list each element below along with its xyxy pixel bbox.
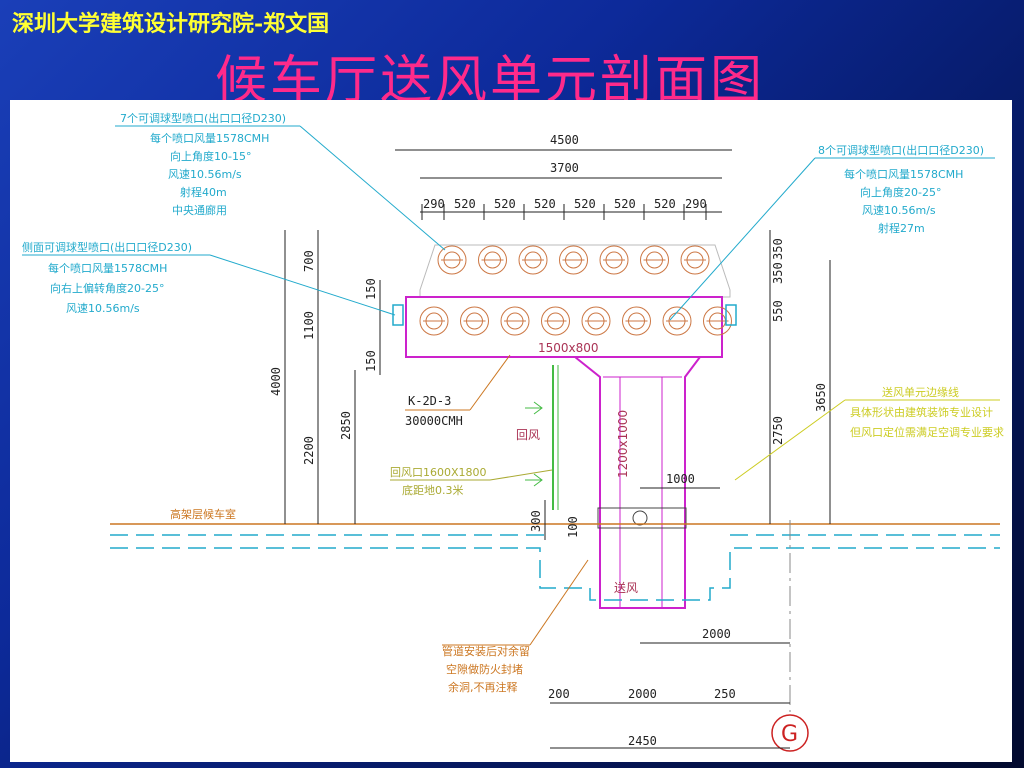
- svg-text:底距地0.3米: 底距地0.3米: [402, 483, 464, 497]
- dim-2750: 2750: [771, 416, 785, 445]
- svg-text:余洞,不再注释: 余洞,不再注释: [448, 680, 518, 694]
- supply-air-label: 送风: [614, 580, 638, 595]
- svg-text:每个喷口风量1578CMH: 每个喷口风量1578CMH: [48, 261, 167, 275]
- svg-text:8个可调球型喷口(出口口径D230): 8个可调球型喷口(出口口径D230): [818, 143, 984, 157]
- svg-text:向右上偏转角度20-25°: 向右上偏转角度20-25°: [50, 281, 164, 295]
- note-side-left: 侧面可调球型喷口(出口口径D230) 每个喷口风量1578CMH 向右上偏转角度…: [22, 240, 396, 316]
- svg-text:具体形状由建筑装饰专业设计: 具体形状由建筑装饰专业设计: [850, 405, 993, 419]
- org-name: 深圳大学建筑设计研究院-郑文国: [12, 11, 330, 37]
- unit-flow: 30000CMH: [405, 414, 463, 428]
- dim-3650: 3650: [814, 383, 828, 412]
- dim-inner-width: 3700: [550, 161, 579, 175]
- axis-label: G: [781, 722, 798, 747]
- nozzle-icon: [518, 245, 548, 275]
- dim-segment-label: 520: [614, 197, 636, 211]
- svg-text:送风单元边缘线: 送风单元边缘线: [882, 385, 959, 399]
- dim-segment-label: 520: [494, 197, 516, 211]
- drawing-canvas: 1500x800 1200x1000 送风 回风 高架层候车室 G 4500 3…: [10, 100, 1012, 762]
- svg-text:向上角度10-15°: 向上角度10-15°: [170, 149, 251, 163]
- nozzle-icon: [622, 306, 651, 336]
- dim-1000: 1000: [666, 472, 695, 486]
- dim-150b: 150: [364, 350, 378, 372]
- slab-outline: [110, 547, 1000, 601]
- nozzle-icon: [581, 306, 611, 336]
- return-arrow-icon: [525, 401, 543, 415]
- dim-100: 100: [566, 516, 580, 538]
- svg-text:风速10.56m/s: 风速10.56m/s: [862, 204, 936, 217]
- nozzle-icon: [640, 245, 669, 275]
- dim-4000: 4000: [269, 367, 283, 396]
- dim-350b: 350: [771, 262, 785, 284]
- note-top-left: 7个可调球型喷口(出口口径D230) 每个喷口风量1578CMH 向上角度10-…: [115, 111, 446, 251]
- svg-text:空隙做防火封堵: 空隙做防火封堵: [446, 662, 523, 676]
- svg-text:中央通廊用: 中央通廊用: [172, 203, 227, 217]
- riser-size-label: 1200x1000: [616, 410, 630, 478]
- dim-segment-label: 520: [654, 197, 676, 211]
- riser-duct: [574, 356, 701, 609]
- dim-550: 550: [771, 300, 785, 322]
- dim-total-width: 4500: [550, 133, 579, 147]
- svg-text:射程27m: 射程27m: [878, 221, 925, 235]
- svg-text:风速10.56m/s: 风速10.56m/s: [168, 168, 242, 181]
- axis-bubble: [771, 714, 809, 752]
- nozzle-icon: [478, 245, 507, 275]
- svg-text:但风口定位需满足空调专业要求: 但风口定位需满足空调专业要求: [850, 425, 1004, 439]
- nozzle-icon: [703, 306, 732, 336]
- dim-2450: 2450: [628, 734, 657, 748]
- svg-text:回风口1600X1800: 回风口1600X1800: [390, 466, 487, 479]
- note-right-yellow: 送风单元边缘线 具体形状由建筑装饰专业设计 但风口定位需满足空调专业要求: [734, 385, 1004, 481]
- dim-2850: 2850: [339, 411, 353, 440]
- dim-2200: 2200: [302, 436, 316, 465]
- nozzle-icon: [680, 245, 710, 275]
- return-arrow-icon: [525, 473, 543, 487]
- side-nozzle-right: [725, 304, 737, 326]
- side-nozzle-left: [392, 304, 404, 326]
- svg-text:每个喷口风量1578CMH: 每个喷口风量1578CMH: [844, 167, 963, 181]
- dim-segment-label: 290: [423, 197, 445, 211]
- dim-700: 700: [302, 250, 316, 272]
- return-air-label: 回风: [516, 428, 540, 442]
- note-return-grille: 回风口1600X1800 底距地0.3米: [390, 466, 553, 497]
- duct-size-label: 1500x800: [538, 341, 599, 355]
- nozzle-icon: [460, 306, 489, 336]
- dim-segment-label: 290: [685, 197, 707, 211]
- floor-label: 高架层候车室: [170, 507, 236, 521]
- dim-250: 250: [714, 687, 736, 701]
- dim-segment-label: 520: [574, 197, 596, 211]
- dim-1100: 1100: [302, 311, 316, 340]
- nozzle-icon: [500, 306, 530, 336]
- dim-segment-label: 520: [534, 197, 556, 211]
- section-drawing: 1500x800 1200x1000 送风 回风 高架层候车室 G 4500 3…: [22, 111, 1004, 752]
- nozzle-icon: [437, 245, 467, 275]
- supply-duct-box: [405, 296, 723, 358]
- dim-2000a: 2000: [702, 627, 731, 641]
- dim-segment-label: 520: [454, 197, 476, 211]
- upper-unit-outline: [419, 244, 731, 298]
- dim-300: 300: [529, 510, 543, 532]
- svg-text:射程40m: 射程40m: [180, 185, 227, 199]
- dim-segments: 290 520 520 520 520 520 520 290: [421, 197, 707, 220]
- dim-2000b: 2000: [628, 687, 657, 701]
- unit-code: K-2D-3: [408, 394, 451, 408]
- svg-text:7个可调球型喷口(出口口径D230): 7个可调球型喷口(出口口径D230): [120, 111, 286, 125]
- nozzle-icon: [662, 306, 692, 336]
- svg-text:每个喷口风量1578CMH: 每个喷口风量1578CMH: [150, 131, 269, 145]
- dim-200: 200: [548, 687, 570, 701]
- dim-350a: 350: [771, 238, 785, 260]
- svg-text:风速10.56m/s: 风速10.56m/s: [66, 302, 140, 315]
- nozzle-icon: [559, 245, 588, 275]
- nozzle-icon: [599, 245, 629, 275]
- note-top-right: 8个可调球型喷口(出口口径D230) 每个喷口风量1578CMH 向上角度20-…: [669, 143, 995, 321]
- upper-nozzle-row: [437, 245, 710, 275]
- dim-150a: 150: [364, 278, 378, 300]
- damper: [597, 507, 687, 529]
- svg-text:管道安装后对余留: 管道安装后对余留: [442, 644, 530, 658]
- nozzle-icon: [541, 306, 570, 336]
- nozzle-icon: [419, 306, 449, 336]
- note-bottom-orange: 管道安装后对余留 空隙做防火封堵 余洞,不再注释: [442, 559, 589, 694]
- svg-text:侧面可调球型喷口(出口口径D230): 侧面可调球型喷口(出口口径D230): [22, 240, 192, 254]
- lower-nozzle-row: [419, 306, 732, 336]
- svg-text:向上角度20-25°: 向上角度20-25°: [860, 185, 941, 199]
